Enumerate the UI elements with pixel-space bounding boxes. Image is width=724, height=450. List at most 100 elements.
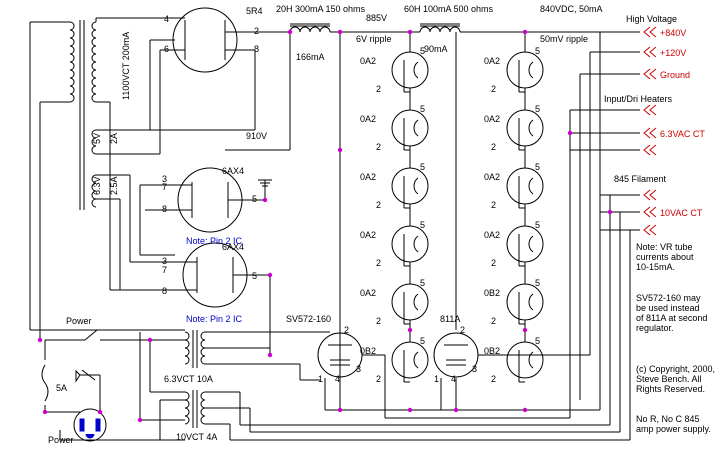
- pin-8a: 8: [162, 204, 168, 214]
- vr-pin5-1-1: 5: [420, 46, 426, 56]
- label-10vac: 10VAC CT: [660, 208, 703, 218]
- label-6ax4-2: 6AX4: [222, 242, 245, 252]
- vr-pin2-2-3: 2: [491, 200, 497, 210]
- vr-pin5-1-5: 5: [420, 278, 426, 288]
- terminal-heater-ct: [643, 127, 657, 139]
- pin-2-811: 2: [460, 325, 466, 335]
- choke-2: [419, 26, 461, 33]
- pin-4-sv: 4: [335, 374, 341, 384]
- label-811a: 811A: [440, 314, 461, 324]
- vr-label-1-3: 0A2: [360, 172, 377, 182]
- xfmr-63v-primary: [184, 331, 190, 365]
- label-high-voltage: High Voltage: [626, 14, 678, 24]
- terminal-heater-a: [643, 104, 657, 116]
- vr-pin5-1-2: 5: [420, 104, 426, 114]
- label-6v-ripple: 6V ripple: [356, 34, 392, 44]
- pin-2: 2: [254, 26, 260, 36]
- vr-pin2-1-4: 2: [376, 258, 382, 268]
- xfmr-10v-primary: [184, 391, 190, 425]
- vr-pin2-2-6: 2: [491, 374, 497, 384]
- terminal-fil-ct: [643, 206, 657, 218]
- terminal-ground: [643, 68, 657, 80]
- label-output-voltage: 840VDC, 50mA: [540, 4, 603, 14]
- pin-8: 8: [254, 44, 260, 54]
- vr-label-2-2: 0A2: [484, 114, 501, 124]
- power-plug-outline: [73, 408, 107, 442]
- pin-3a: 3: [162, 174, 168, 184]
- vr-label-1-6: 0B2: [360, 346, 377, 356]
- label-6ax4-1: 6AX4: [222, 166, 245, 176]
- vr-pin5-2-1: 5: [535, 46, 541, 56]
- label-choke2-current: 90mA: [424, 44, 448, 54]
- vr-tube-1-4: [391, 225, 429, 263]
- label-5r4: 5R4: [246, 6, 263, 16]
- vr-tube-2-3: [506, 167, 544, 205]
- vr-pin5-2-5: 5: [535, 278, 541, 288]
- label-xfmr-10: 10VCT 4A: [176, 432, 218, 442]
- vr-pin5-2-4: 5: [535, 220, 541, 230]
- label-6.3vac: 6.3VAC CT: [660, 129, 705, 139]
- label-power-switch: Power: [66, 316, 92, 326]
- pin-4: 4: [164, 14, 170, 24]
- pin-1-811: 1: [434, 374, 440, 384]
- label-main-secondary: 1100VCT 200mA: [121, 31, 131, 100]
- vr-pin2-2-5: 2: [491, 316, 497, 326]
- note-pin2-ic-2: Note: Pin 2 IC: [186, 314, 243, 324]
- label-power-plug: Power: [48, 435, 74, 445]
- vr-pin2-2-1: 2: [491, 84, 497, 94]
- terminal-plus840: [643, 26, 657, 38]
- terminal-fil-a: [643, 189, 657, 201]
- vr-label-2-5: 0B2: [484, 288, 501, 298]
- label-845-filament: 845 Filament: [614, 174, 667, 184]
- main-xfmr-secondary: [91, 21, 97, 103]
- vr-pin5-2-2: 5: [535, 104, 541, 114]
- terminal-fil-b: [643, 224, 657, 236]
- pin-6: 6: [164, 44, 170, 54]
- vr-tube-1-6: [391, 341, 429, 379]
- label-choke1: 20H 300mA 150 ohms: [276, 4, 366, 14]
- main-xfmr-primary: [69, 21, 75, 103]
- vr-pin2-1-6: 2: [376, 374, 382, 384]
- label-choke2: 60H 100mA 500 ohms: [404, 4, 494, 14]
- pin-2-sv: 2: [344, 325, 350, 335]
- pin-4-811: 4: [451, 374, 457, 384]
- label-6.3v: 6.3V: [92, 176, 102, 195]
- vr-tube-1-5: [391, 283, 429, 321]
- pin-3-sv: 3: [356, 364, 362, 374]
- pin-5a: 5: [252, 194, 258, 204]
- vr-tube-1-1: [391, 51, 429, 89]
- pin-5b: 5: [252, 271, 258, 281]
- vr-pin5-1-4: 5: [420, 220, 426, 230]
- choke-1: [289, 26, 331, 33]
- label-2.5a: 2.5A: [109, 176, 119, 195]
- vr-label-2-4: 0A2: [484, 230, 501, 240]
- vr-tube-2-5: [506, 283, 544, 321]
- label-2a: 2A: [109, 132, 119, 144]
- xfmr-63v-secondary: [200, 331, 206, 365]
- vr-pin2-1-5: 2: [376, 316, 382, 326]
- vr-tube-1-3: [391, 167, 429, 205]
- label-5v: 5V: [92, 132, 102, 144]
- vr-pin2-2-2: 2: [491, 142, 497, 152]
- terminal-plus120: [643, 46, 657, 58]
- pin-3-811: 3: [472, 364, 478, 374]
- vr-tube-2-2: [506, 109, 544, 147]
- vr-tube-2-6: [506, 341, 544, 379]
- vr-label-2-3: 0A2: [484, 172, 501, 182]
- label-885v: 885V: [366, 13, 388, 23]
- label-choke1-current: 166mA: [296, 52, 325, 62]
- terminal-heater-b: [643, 144, 657, 156]
- pin-7b: 7: [162, 265, 168, 275]
- vr-pin2-1-2: 2: [376, 142, 382, 152]
- fuse-symbol: [41, 364, 49, 402]
- vr-pin5-1-3: 5: [420, 162, 426, 172]
- label-heaters: Input/Dri Heaters: [604, 94, 673, 104]
- vr-label-1-4: 0A2: [360, 230, 377, 240]
- vr-pin2-1-1: 2: [376, 84, 382, 94]
- pin-1-sv: 1: [318, 374, 324, 384]
- label-ground: Ground: [660, 70, 691, 80]
